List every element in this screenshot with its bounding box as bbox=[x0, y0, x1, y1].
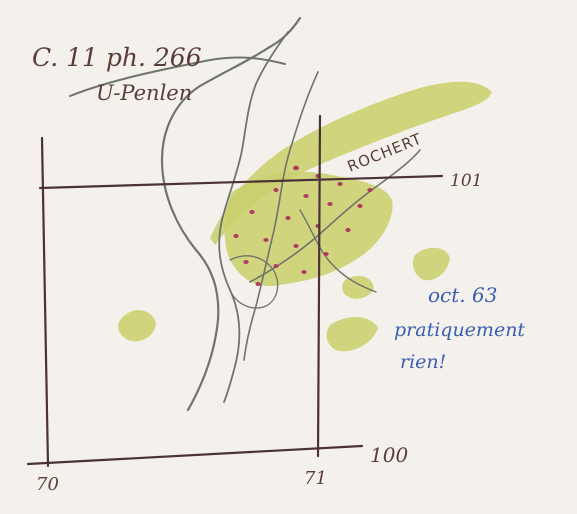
contour-line-inner bbox=[218, 31, 289, 403]
grid-label-100: 100 bbox=[370, 443, 408, 467]
dot-mark bbox=[345, 228, 351, 232]
dot-mark bbox=[301, 270, 307, 274]
note-line-1: oct. 63 bbox=[428, 283, 497, 307]
dot-mark bbox=[303, 194, 309, 198]
dot-marks bbox=[233, 165, 373, 286]
map-reference: C. 11 ph. 266 bbox=[32, 43, 202, 72]
coordinate-grid bbox=[26, 114, 444, 468]
dot-mark bbox=[273, 264, 279, 268]
dot-mark bbox=[255, 282, 261, 286]
contour-line-right bbox=[243, 71, 319, 361]
grid-label-101: 101 bbox=[450, 171, 482, 191]
field-note: oct. 63 pratiquement rien! bbox=[394, 283, 525, 373]
dot-mark bbox=[285, 216, 291, 220]
dot-mark bbox=[293, 244, 299, 248]
dot-mark bbox=[233, 234, 239, 238]
left-patch-wash bbox=[118, 310, 156, 342]
place-name: U-Penlen bbox=[96, 81, 192, 105]
lower-patch-wash bbox=[326, 316, 378, 352]
header-scribble bbox=[69, 56, 286, 97]
dot-mark bbox=[263, 238, 269, 242]
pencil-lines bbox=[69, 16, 421, 412]
dot-mark bbox=[323, 252, 329, 256]
grid-line-100 bbox=[26, 444, 364, 466]
mid-patch-wash bbox=[342, 275, 374, 299]
grid-line-101 bbox=[38, 174, 444, 190]
dot-mark bbox=[337, 182, 343, 186]
trail-line-east bbox=[249, 149, 421, 283]
grid-label-71: 71 bbox=[304, 468, 327, 489]
grid-label-70: 70 bbox=[36, 474, 59, 495]
note-line-3: rien! bbox=[400, 351, 446, 373]
note-line-2: pratiquement bbox=[394, 319, 525, 341]
dot-mark bbox=[367, 188, 373, 192]
ridge-wash bbox=[210, 81, 492, 245]
ochre-wash-areas bbox=[118, 81, 492, 352]
grid-line-71 bbox=[316, 114, 322, 458]
contour-loop bbox=[229, 255, 279, 309]
dot-mark bbox=[327, 202, 333, 206]
dot-mark bbox=[357, 204, 363, 208]
contour-line-left bbox=[160, 16, 302, 412]
trail-line-south bbox=[299, 209, 377, 293]
dotted-zone-wash bbox=[224, 171, 393, 287]
dot-mark bbox=[293, 165, 299, 171]
right-patch-wash bbox=[412, 247, 450, 281]
dot-mark bbox=[243, 260, 249, 264]
dot-mark bbox=[273, 188, 279, 192]
grid-line-70 bbox=[40, 136, 50, 468]
dot-mark bbox=[249, 210, 255, 214]
